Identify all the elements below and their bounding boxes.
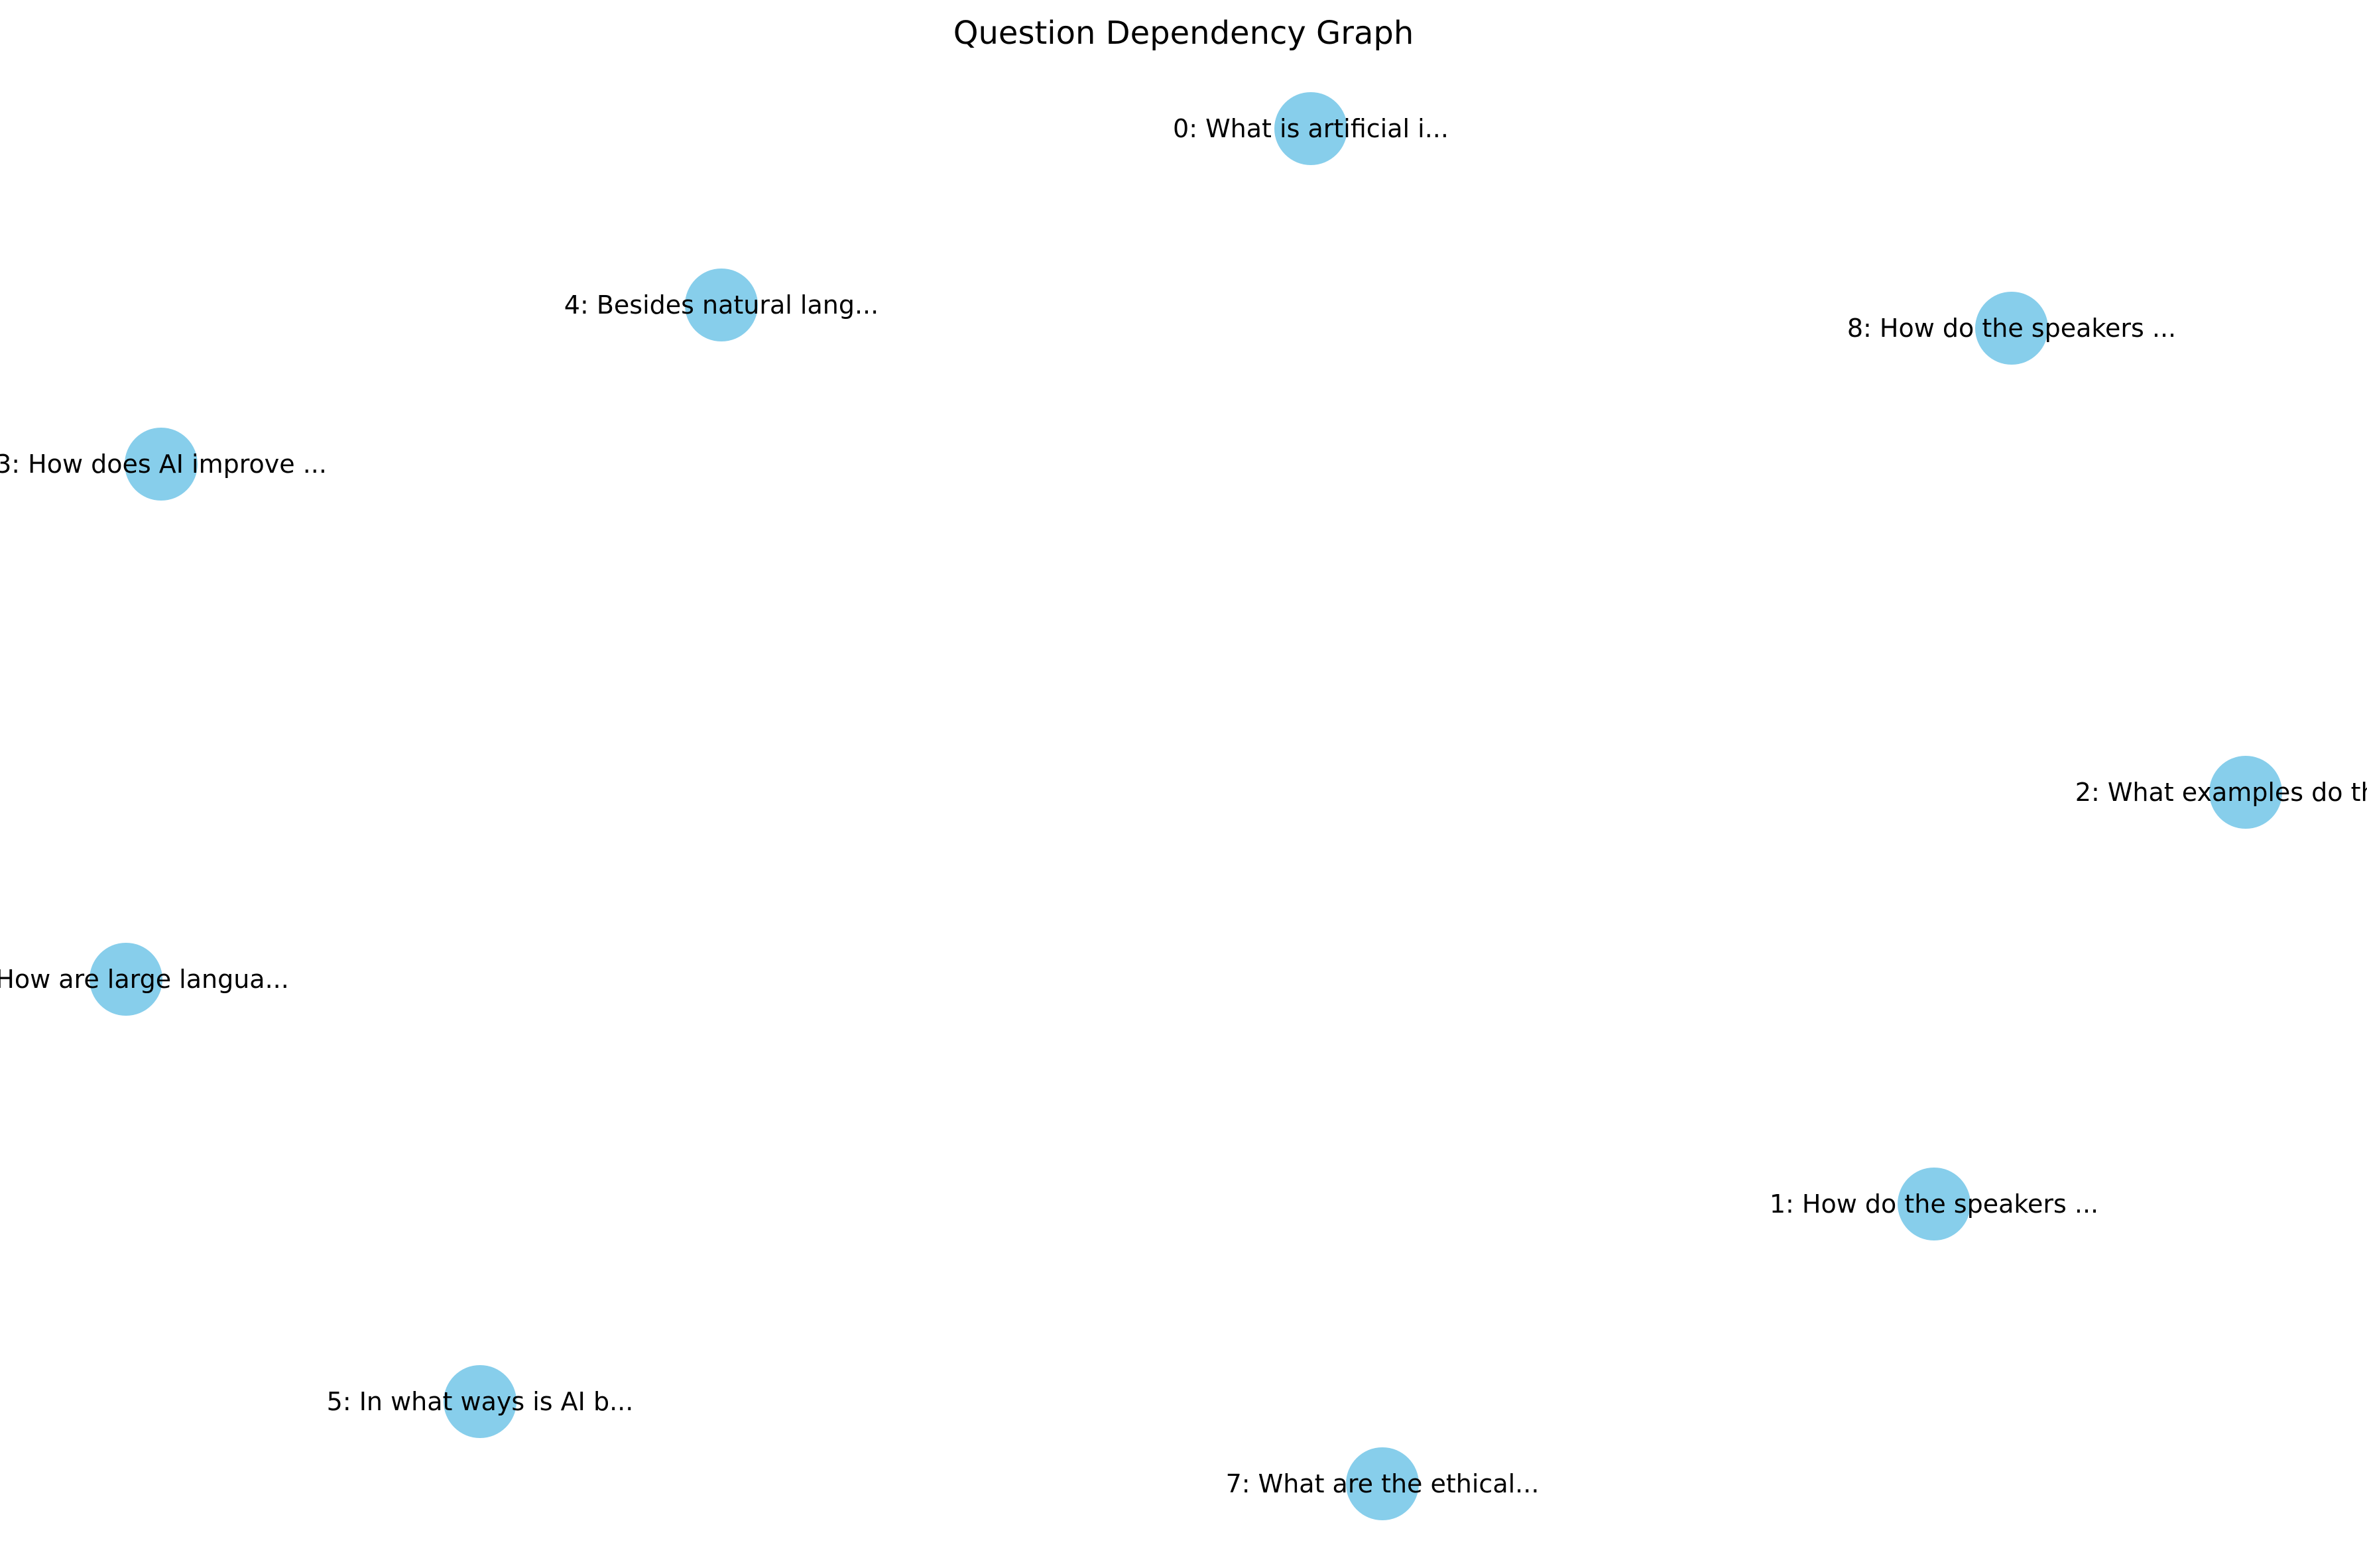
- node-circle: [1898, 1168, 1971, 1240]
- node-label: 5: In what ways is AI b...: [327, 1387, 634, 1416]
- node-label: 1: How do the speakers ...: [1770, 1189, 2098, 1219]
- node-label: 8: How do the speakers ...: [1847, 314, 2176, 343]
- graph-node-1: 1: How do the speakers ...: [1770, 1168, 2098, 1240]
- node-label: 7: What are the ethical...: [1226, 1469, 1540, 1498]
- node-circle: [1975, 292, 2048, 365]
- graph-node-5: 5: In what ways is AI b...: [327, 1365, 634, 1438]
- node-label: 3: How does AI improve ...: [0, 450, 327, 479]
- node-circle: [1274, 92, 1347, 165]
- node-circle: [685, 269, 758, 341]
- node-circle: [1346, 1447, 1419, 1520]
- graph-node-3: 3: How does AI improve ...: [0, 428, 327, 501]
- graph-node-8: 8: How do the speakers ...: [1847, 292, 2176, 365]
- node-circle: [444, 1365, 516, 1438]
- node-circle: [2209, 756, 2282, 829]
- graph-node-6: 6: How are large langua...: [0, 943, 289, 1016]
- node-circle: [125, 428, 198, 501]
- graph-node-7: 7: What are the ethical...: [1226, 1447, 1540, 1520]
- node-circle: [90, 943, 162, 1016]
- graph-node-2: 2: What examples do the...: [2075, 756, 2367, 829]
- node-label: 2: What examples do the...: [2075, 778, 2367, 807]
- node-label: 0: What is artificial i...: [1173, 114, 1449, 143]
- graph-title: Question Dependency Graph: [953, 15, 1414, 52]
- node-layer: 0: What is artificial i... 4: Besides nat…: [0, 92, 2367, 1520]
- node-label: 6: How are large langua...: [0, 965, 289, 994]
- graph-node-4: 4: Besides natural lang...: [564, 269, 879, 341]
- graph-node-0: 0: What is artificial i...: [1173, 92, 1449, 165]
- node-label: 4: Besides natural lang...: [564, 290, 879, 320]
